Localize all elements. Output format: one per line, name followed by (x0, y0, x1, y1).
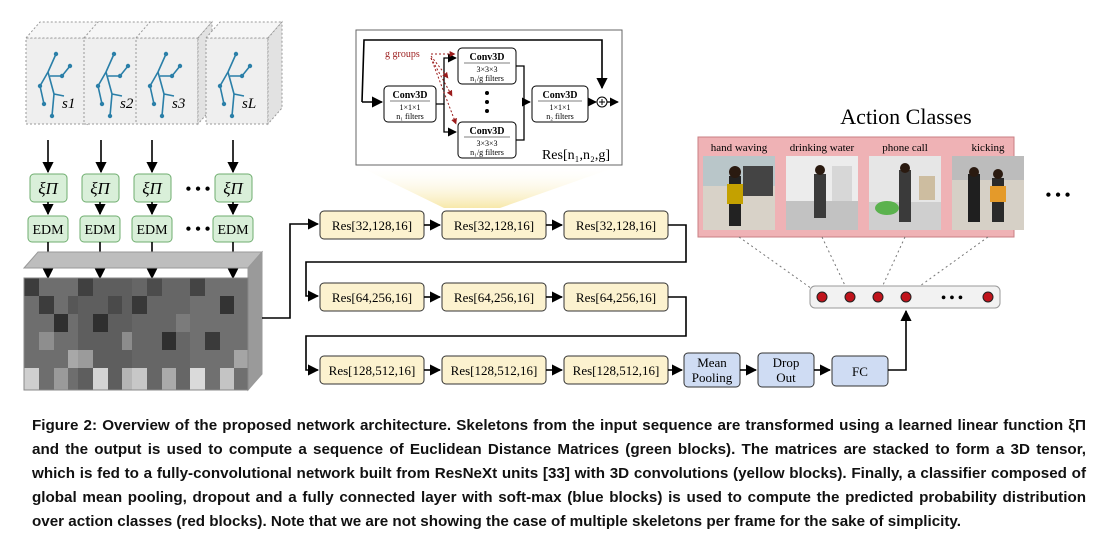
conv-filters: n₁ filters (396, 112, 423, 121)
distance-matrix (132, 278, 190, 390)
architecture-figure: s1 s2 s3 (22, 20, 1071, 392)
conv-title: Conv3D (469, 126, 504, 137)
classifier: Mean Pooling Drop Out FC (683, 309, 912, 388)
fc-label: FC (852, 364, 868, 379)
resnext-unit-inset: Conv3D 1×1×1 n₁ filters g groups Conv3D … (355, 29, 623, 166)
distance-matrix (78, 278, 136, 390)
conv-kernel: 1×1×1 (549, 103, 570, 112)
res-label: Res[32,128,16] (576, 218, 656, 233)
dropout-label-1: Drop (773, 355, 800, 370)
res-label: Res[64,256,16] (454, 290, 534, 305)
action-thumbnail (869, 156, 941, 230)
edm-label: EDM (136, 223, 168, 238)
skeleton-frames: s1 s2 s3 (24, 20, 284, 126)
skeleton-to-xi-arrows (42, 140, 239, 174)
mean-pooling-label-2: Pooling (692, 370, 733, 385)
g-groups-label: g groups (385, 49, 420, 60)
output-node (844, 291, 856, 303)
edm-tensor (22, 250, 264, 392)
figure-caption: Figure 2: Overview of the proposed netwo… (32, 417, 1086, 530)
xi-label: ξΠ (142, 179, 163, 198)
res-label: Res[32,128,16] (332, 218, 412, 233)
output-layer: • • • (809, 285, 1001, 309)
skeleton-frame: s3 (134, 20, 214, 126)
res-unit-label: Res[n₁,n₂,g] (542, 148, 610, 163)
tensor-to-network-arrow (262, 218, 320, 319)
output-node (982, 291, 994, 303)
dropout-label-2: Out (776, 370, 796, 385)
res-label: Res[64,256,16] (576, 290, 656, 305)
conv-kernel: 3×3×3 (476, 139, 497, 148)
res-label: Res[128,512,16] (573, 363, 660, 378)
output-node (816, 291, 828, 303)
xi-label: ξΠ (223, 179, 244, 198)
skeleton-label: s1 (62, 96, 75, 112)
conv-filters: n₁/g filters (470, 74, 504, 83)
output-node (900, 291, 912, 303)
res-network: Res[32,128,16] Res[32,128,16] Res[32,128… (305, 210, 687, 385)
conv-title: Conv3D (392, 90, 427, 101)
conv-filters: n₂ filters (546, 112, 573, 121)
distance-matrix (24, 278, 82, 390)
conv-title: Conv3D (542, 90, 577, 101)
res-label: Res[32,128,16] (454, 218, 534, 233)
skeleton-label: sL (242, 96, 256, 112)
action-label: hand waving (711, 142, 768, 154)
skeleton-label: s3 (172, 96, 185, 112)
action-thumbnail (703, 156, 775, 230)
inset-funnel (356, 165, 622, 208)
xi-ellipsis: • • • (186, 181, 211, 198)
action-classes-title: Action Classes (840, 104, 971, 129)
res-label: Res[128,512,16] (329, 363, 416, 378)
conv-title: Conv3D (469, 52, 504, 63)
action-label: drinking water (790, 142, 855, 154)
action-thumbnail (786, 156, 858, 230)
action-classes-ellipsis: • • • (1046, 187, 1071, 204)
action-classes-panel: hand waving drinking water phone call ki… (697, 136, 1024, 238)
res-label: Res[128,512,16] (451, 363, 538, 378)
conv-kernel: 1×1×1 (399, 103, 420, 112)
skeleton-label: s2 (120, 96, 134, 112)
edm-blocks: EDM EDM EDM • • • EDM (27, 215, 254, 243)
edm-label: EDM (84, 223, 116, 238)
conv-filters: n₁/g filters (470, 148, 504, 157)
mean-pooling-label-1: Mean (697, 355, 727, 370)
edm-label: EDM (32, 223, 64, 238)
output-ellipsis: • • • (941, 291, 963, 306)
edm-ellipsis: • • • (186, 221, 211, 238)
action-thumbnail (952, 156, 1024, 230)
output-node (872, 291, 884, 303)
distance-matrix (190, 278, 248, 390)
edm-label: EDM (217, 223, 249, 238)
skeleton-frame: sL (204, 20, 284, 126)
fc-block (831, 355, 889, 387)
xi-blocks: ξΠ ξΠ ξΠ • • • ξΠ (29, 173, 253, 203)
xi-to-edm-arrows (42, 202, 239, 216)
action-label: phone call (882, 142, 928, 154)
class-connections (738, 236, 989, 297)
res-label: Res[64,256,16] (332, 290, 412, 305)
xi-label: ξΠ (38, 179, 59, 198)
action-label: kicking (972, 142, 1005, 154)
xi-label: ξΠ (90, 179, 111, 198)
conv-kernel: 3×3×3 (476, 65, 497, 74)
